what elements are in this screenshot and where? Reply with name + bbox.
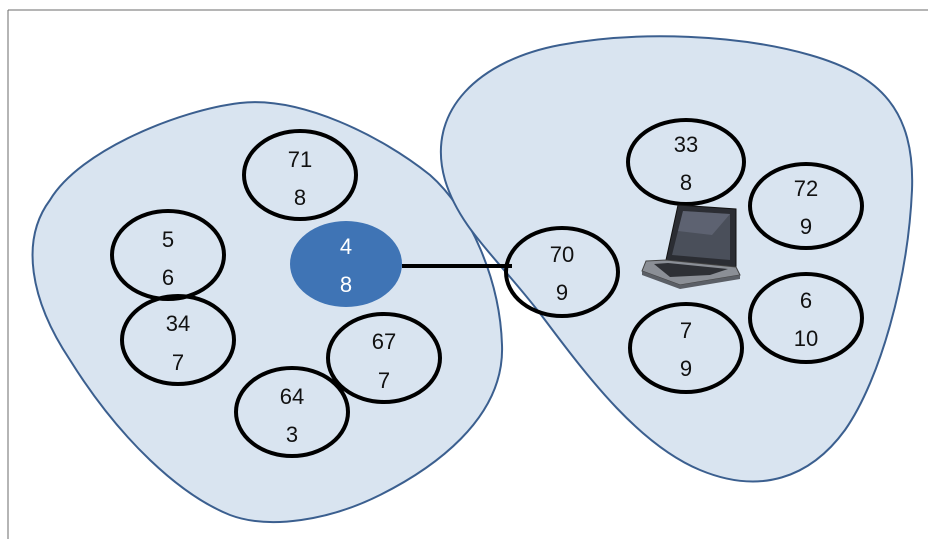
node-top-value: 70 [550, 242, 574, 267]
node-bottom-value: 9 [556, 280, 568, 305]
center-node-4-8[interactable]: 4 8 [290, 221, 402, 307]
node-ring [504, 226, 620, 318]
node-bottom-value: 9 [680, 356, 692, 381]
node-bottom-value: 3 [286, 422, 298, 447]
node-ring [626, 118, 746, 206]
center-node-bottom-value: 8 [340, 272, 352, 297]
node-67-7[interactable]: 67 7 [326, 312, 442, 404]
node-bottom-value: 7 [172, 350, 184, 375]
center-node-top-value: 4 [340, 234, 352, 259]
node-ring [748, 162, 864, 250]
node-ring [120, 294, 236, 386]
node-6-10[interactable]: 6 10 [748, 272, 864, 364]
node-34-7[interactable]: 34 7 [120, 294, 236, 386]
node-top-value: 67 [372, 329, 396, 354]
node-72-9[interactable]: 72 9 [748, 162, 864, 250]
node-bottom-value: 10 [794, 326, 818, 351]
node-71-8[interactable]: 71 8 [242, 129, 358, 221]
node-top-value: 64 [280, 384, 304, 409]
node-33-8[interactable]: 33 8 [626, 118, 746, 206]
node-ring [110, 209, 226, 301]
node-bottom-value: 6 [162, 265, 174, 290]
left-cluster [31, 101, 504, 524]
node-top-value: 71 [288, 147, 312, 172]
node-top-value: 5 [162, 227, 174, 252]
node-64-3[interactable]: 64 3 [234, 366, 350, 458]
node-7-9[interactable]: 7 9 [628, 302, 744, 394]
node-top-value: 72 [794, 176, 818, 201]
node-bottom-value: 9 [800, 214, 812, 239]
node-top-value: 34 [166, 311, 190, 336]
node-5-6[interactable]: 5 6 [110, 209, 226, 301]
node-ring [234, 366, 350, 458]
laptop-icon [641, 204, 741, 289]
node-top-value: 7 [680, 318, 692, 343]
node-top-value: 6 [800, 288, 812, 313]
node-ring [242, 129, 358, 221]
gateway-node-70-9[interactable]: 70 9 [504, 226, 620, 318]
node-bottom-value: 8 [680, 170, 692, 195]
node-bottom-value: 7 [378, 368, 390, 393]
center-node-fill [290, 221, 402, 307]
node-bottom-value: 8 [294, 185, 306, 210]
node-ring [628, 302, 744, 394]
node-ring [326, 312, 442, 404]
node-top-value: 33 [674, 132, 698, 157]
node-ring [748, 272, 864, 364]
